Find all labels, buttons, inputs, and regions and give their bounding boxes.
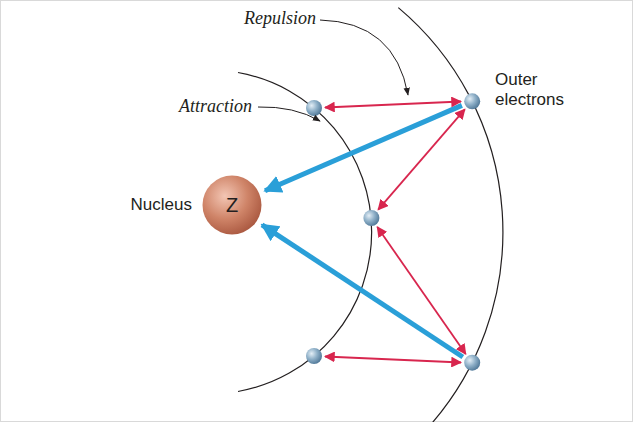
repulsion-arrow <box>378 109 465 209</box>
electron <box>464 93 480 109</box>
inner-shell <box>238 73 372 392</box>
nucleus-body: Z <box>202 175 262 235</box>
electron <box>306 100 322 116</box>
repulsion-arrow <box>325 102 461 108</box>
repulsion-arrow <box>377 227 465 354</box>
callout-label-box: Repulsion <box>244 8 316 29</box>
callout-label-box: Attraction <box>179 96 252 117</box>
callout-label: Attraction <box>179 96 252 116</box>
electron-label-box: Outer electrons <box>495 70 591 109</box>
atomic-number: Z <box>226 194 238 217</box>
leader-line <box>320 20 408 95</box>
nucleus: Nucleus Z <box>131 175 262 235</box>
electron <box>306 348 322 364</box>
callout-label: Repulsion <box>244 8 316 28</box>
attraction-arrow <box>262 225 463 357</box>
leader-line <box>258 107 320 121</box>
repulsion-arrow <box>325 357 461 363</box>
electron <box>363 210 379 226</box>
nucleus-label: Nucleus <box>131 195 192 215</box>
electron-label: Outer electrons <box>495 70 564 109</box>
electron <box>464 355 480 371</box>
